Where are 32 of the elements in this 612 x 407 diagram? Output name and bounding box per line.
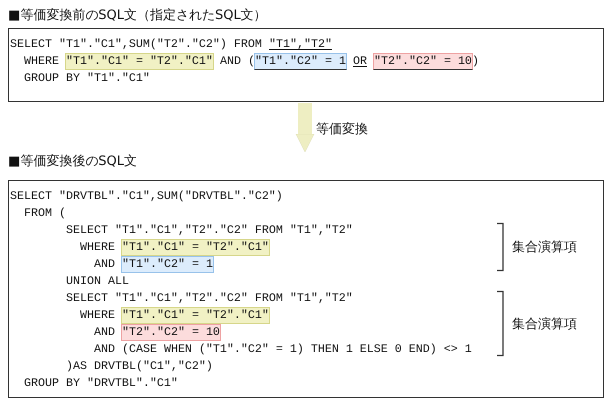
code-text: WHERE — [80, 306, 115, 324]
highlighted-condition: "T2"."C2" = 10 — [121, 324, 221, 340]
bracket-label: 集合演算項 — [512, 316, 577, 332]
highlighted-condition: "T1"."C2" = 1 — [121, 256, 214, 272]
code-text: "T1","T2" — [269, 36, 332, 53]
code-text: GROUP BY "DRVTBL"."C1" — [24, 374, 178, 392]
code-text: FROM ( — [24, 204, 66, 222]
code-text: WHERE — [24, 53, 59, 70]
code-text: )AS DRVTBL("C1","C2") — [66, 358, 213, 374]
highlighted-condition: "T1"."C2" = 1 — [254, 53, 347, 70]
code-text: GROUP BY "T1"."C1" — [24, 70, 150, 87]
code-text: SELECT "T1"."C1","T2"."C2" FROM "T1","T2" — [66, 222, 353, 238]
code-text: AND (CASE WHEN ("T1"."C2" = 1) THEN 1 ELSE 0 END) <> 1 — [94, 340, 472, 358]
code-text: ) — [472, 53, 479, 70]
code-text: WHERE — [80, 238, 115, 256]
edge-label: 等価変換 — [316, 120, 368, 138]
code-text: SELECT "T1"."C1",SUM("T2"."C2") FROM — [10, 36, 262, 53]
code-text: UNION ALL — [66, 272, 129, 290]
highlighted-condition: "T1"."C1" = "T2"."C1" — [121, 238, 270, 256]
code-text: SELECT "T1"."C1","T2"."C2" FROM "T1","T2" — [66, 290, 353, 306]
code-text: SELECT "DRVTBL"."C1",SUM("DRVTBL"."C2") — [10, 188, 283, 204]
section-heading: ■等価変換後のSQL文 — [8, 153, 138, 171]
highlighted-condition: "T1"."C1" = "T2"."C1" — [121, 306, 270, 324]
section-heading: ■等価変換前のSQL文（指定されたSQL文） — [8, 7, 267, 25]
code-text: AND — [94, 324, 115, 340]
code-text: AND — [94, 256, 115, 272]
highlighted-condition: "T1"."C1" = "T2"."C1" — [65, 53, 214, 70]
arrow — [296, 103, 314, 152]
highlighted-condition: "T2"."C2" = 10 — [373, 53, 473, 70]
code-text: OR — [353, 53, 367, 70]
bracket-label: 集合演算項 — [512, 239, 577, 256]
code-text: AND ( — [220, 53, 255, 70]
